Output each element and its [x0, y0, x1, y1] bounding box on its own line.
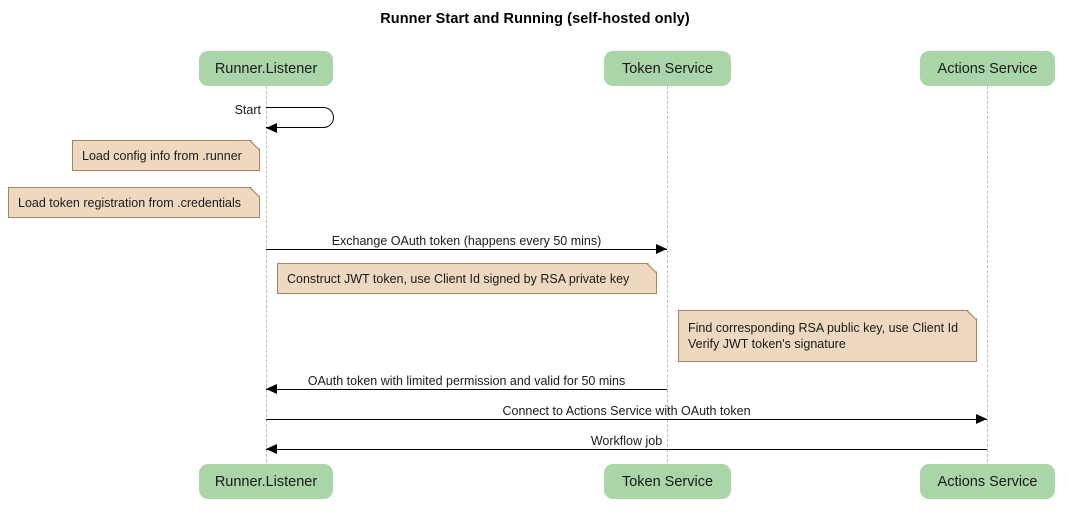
page-title: Runner Start and Running (self-hosted on…: [380, 11, 690, 27]
participant-label: Runner.Listener: [214, 473, 318, 490]
participant-token-service-bottom[interactable]: Token Service: [604, 464, 731, 499]
participant-label: Actions Service: [937, 60, 1038, 77]
note-fold-corner-icon: [251, 187, 260, 196]
note-fold-corner-icon: [251, 140, 260, 149]
note-load-config: Load config info from .runner: [72, 140, 260, 171]
participant-token-service-top[interactable]: Token Service: [604, 51, 731, 86]
note-text: Find corresponding RSA public key, use C…: [688, 321, 959, 351]
note-construct-jwt: Construct JWT token, use Client Id signe…: [277, 263, 657, 294]
message-line-oauth-token-response: [266, 389, 667, 390]
lifeline-token: [667, 86, 668, 462]
participant-runner-listener-bottom[interactable]: Runner.Listener: [199, 464, 333, 499]
note-fold-corner-icon: [648, 263, 657, 272]
lifeline-runner: [266, 86, 267, 462]
message-arrowhead-oauth-token-response: [266, 383, 277, 394]
participant-label: Token Service: [621, 473, 714, 490]
message-arrowhead-exchange-oauth-token: [656, 243, 667, 254]
note-fold-corner-icon: [968, 310, 977, 319]
participant-label: Runner.Listener: [214, 60, 318, 77]
self-message-start-arrowhead: [266, 122, 277, 133]
message-label-workflow-job: Workflow job: [590, 434, 663, 448]
note-text: Load token registration from .credential…: [18, 195, 242, 210]
self-message-start-loop: [266, 107, 334, 128]
message-line-exchange-oauth-token: [266, 249, 667, 250]
message-arrowhead-workflow-job: [266, 443, 277, 454]
message-label-oauth-token-response: OAuth token with limited permission and …: [307, 374, 626, 388]
message-arrowhead-connect-actions-service: [976, 413, 987, 424]
participant-actions-service-top[interactable]: Actions Service: [920, 51, 1055, 86]
note-verify-jwt: Find corresponding RSA public key, use C…: [678, 310, 977, 362]
participant-label: Token Service: [621, 60, 714, 77]
message-label-start: Start: [234, 103, 261, 117]
note-text: Load config info from .runner: [82, 148, 242, 163]
message-label-connect-actions-service: Connect to Actions Service with OAuth to…: [502, 404, 751, 418]
message-line-workflow-job: [266, 449, 987, 450]
participant-runner-listener-top[interactable]: Runner.Listener: [199, 51, 333, 86]
note-load-token-registration: Load token registration from .credential…: [8, 187, 260, 218]
participant-label: Actions Service: [937, 473, 1038, 490]
message-line-connect-actions-service: [266, 419, 987, 420]
message-label-exchange-oauth-token: Exchange OAuth token (happens every 50 m…: [331, 234, 602, 248]
participant-actions-service-bottom[interactable]: Actions Service: [920, 464, 1055, 499]
lifeline-actions: [987, 86, 988, 462]
note-text: Construct JWT token, use Client Id signe…: [287, 271, 630, 286]
